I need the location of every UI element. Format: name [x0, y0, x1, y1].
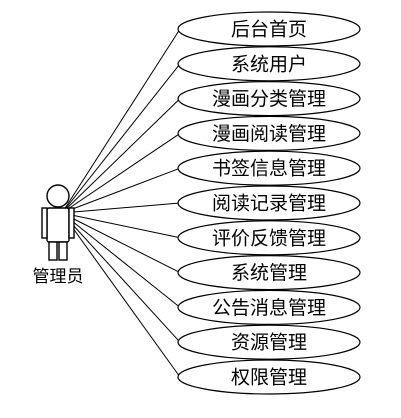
use-case: 阅读记录管理	[177, 185, 361, 221]
use-case-ellipse	[177, 289, 361, 325]
association-line	[61, 212, 181, 274]
use-case-ellipse	[177, 185, 361, 221]
use-case-label: 系统管理	[231, 262, 307, 284]
association-line	[61, 167, 181, 214]
use-case-ellipse	[177, 11, 361, 47]
use-case: 漫画阅读管理	[177, 115, 361, 151]
association-line	[61, 212, 181, 343]
association-lines	[61, 28, 181, 378]
association-line	[61, 132, 181, 214]
use-case-label: 书签信息管理	[212, 158, 326, 180]
use-case-ellipse	[177, 220, 361, 256]
association-line	[61, 63, 181, 214]
use-case-ellipse	[177, 115, 361, 151]
use-case: 后台首页	[177, 11, 361, 47]
use-case: 公告消息管理	[177, 289, 361, 325]
use-case-label: 漫画分类管理	[212, 88, 326, 110]
use-case-ellipse	[177, 46, 361, 82]
use-case: 权限管理	[177, 359, 361, 395]
use-case: 书签信息管理	[177, 150, 361, 186]
use-case-label: 系统用户	[231, 53, 307, 75]
use-case-ellipse	[177, 359, 361, 395]
use-case-label: 评价反馈管理	[212, 227, 326, 249]
association-line	[61, 212, 181, 308]
use-case: 资源管理	[177, 324, 361, 360]
use-case-label: 漫画阅读管理	[212, 123, 326, 145]
association-line	[61, 98, 181, 214]
use-case-ellipse	[177, 255, 361, 291]
use-case-list: 后台首页系统用户漫画分类管理漫画阅读管理书签信息管理阅读记录管理评价反馈管理系统…	[177, 11, 361, 395]
use-case-label: 后台首页	[231, 19, 307, 41]
actor-admin: 管理员	[33, 184, 84, 287]
stick-figure-icon	[41, 184, 75, 261]
use-case-ellipse	[177, 150, 361, 186]
use-case-ellipse	[177, 80, 361, 117]
use-case-label: 权限管理	[231, 367, 307, 389]
actor-label: 管理员	[33, 267, 84, 287]
use-case-label: 阅读记录管理	[212, 193, 326, 215]
use-case: 系统管理	[177, 255, 361, 291]
use-case: 评价反馈管理	[177, 220, 361, 256]
use-case-label: 公告消息管理	[212, 297, 326, 319]
association-line	[61, 202, 181, 214]
use-case: 漫画分类管理	[177, 80, 361, 117]
association-line	[61, 28, 181, 214]
use-case-label: 资源管理	[231, 332, 307, 354]
association-line	[61, 212, 181, 239]
use-case-ellipse	[177, 324, 361, 360]
use-case: 系统用户	[177, 46, 361, 82]
association-line	[61, 212, 181, 378]
